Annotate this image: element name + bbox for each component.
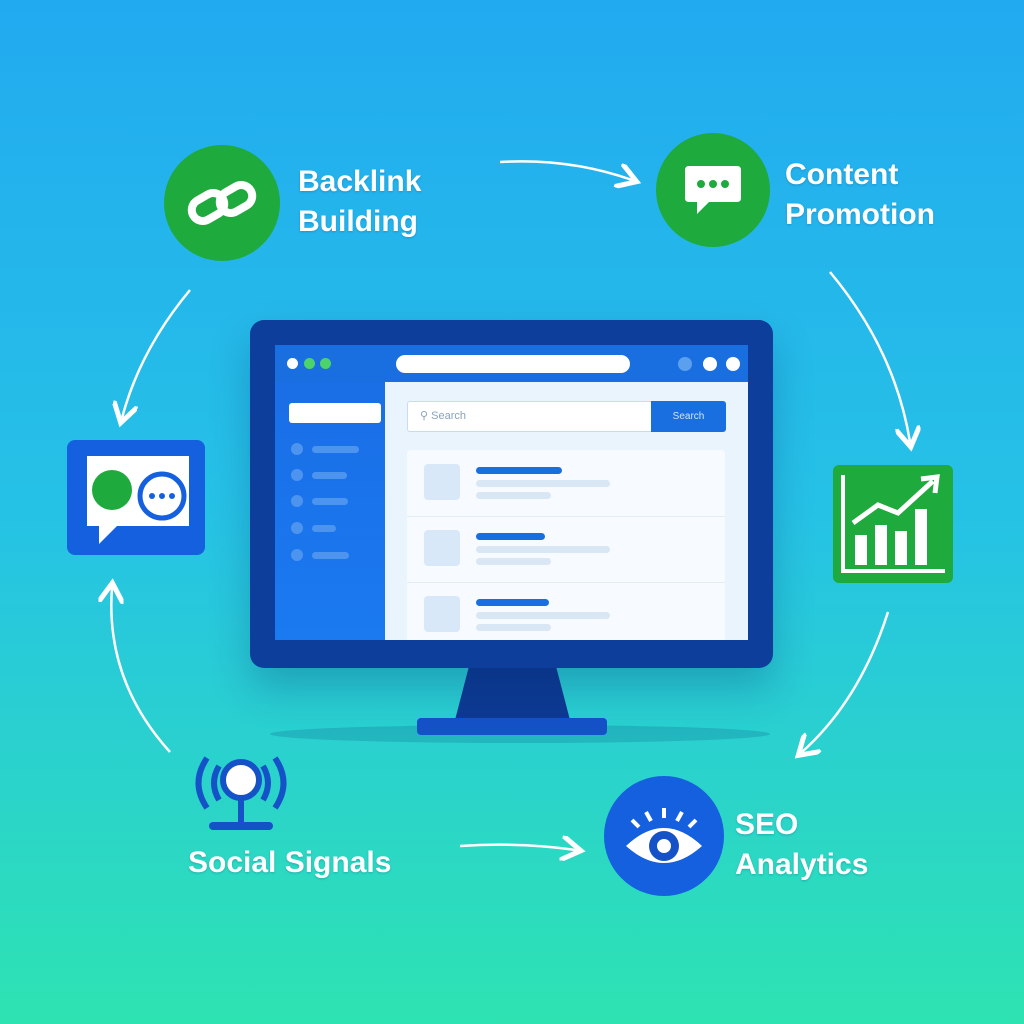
arrow-backlink-to-content — [499, 160, 632, 180]
chat-bubbles-tile — [67, 440, 205, 555]
arrow-chat-to-backlink — [122, 289, 191, 418]
seo-icon-circle — [604, 776, 724, 896]
toolbar-dot[interactable] — [678, 357, 692, 371]
toolbar-dot[interactable] — [703, 357, 717, 371]
list-item[interactable] — [407, 516, 725, 583]
arrow-content-to-chart — [829, 271, 910, 442]
arrow-seo-to-social — [459, 845, 576, 850]
node-label-social: Social Signals — [188, 846, 392, 879]
arrow-social-to-chat — [111, 588, 171, 753]
address-bar[interactable] — [396, 355, 630, 373]
toolbar-dot[interactable] — [726, 357, 740, 371]
sidebar — [275, 382, 385, 640]
podcast-mic-icon — [195, 756, 287, 830]
list-item[interactable] — [407, 582, 725, 640]
content-icon-circle — [656, 133, 770, 247]
window-dot[interactable] — [304, 358, 315, 369]
eye-icon — [626, 808, 702, 863]
sidebar-header[interactable] — [289, 403, 381, 423]
monitor: ⚲ Search Search — [250, 320, 773, 668]
search-icon: ⚲ — [420, 410, 429, 422]
chat-bubble-icon — [685, 166, 741, 214]
monitor-base — [417, 718, 607, 735]
search-button[interactable]: Search — [651, 401, 726, 432]
chat-bubbles-icon — [87, 456, 189, 544]
browser-toolbar — [275, 345, 748, 382]
browser-window: ⚲ Search Search — [275, 345, 748, 640]
results-list — [407, 450, 725, 640]
backlink-icon-circle — [164, 145, 280, 261]
search-input[interactable]: ⚲ Search — [407, 401, 652, 432]
arrow-chart-to-seo — [802, 611, 890, 752]
growth-chart-icon — [841, 474, 945, 573]
chain-link-icon — [187, 181, 257, 225]
window-dot[interactable] — [287, 358, 298, 369]
list-item[interactable] — [407, 450, 725, 517]
growth-chart-tile — [833, 465, 953, 583]
monitor-stand — [455, 667, 570, 720]
window-dot[interactable] — [320, 358, 331, 369]
